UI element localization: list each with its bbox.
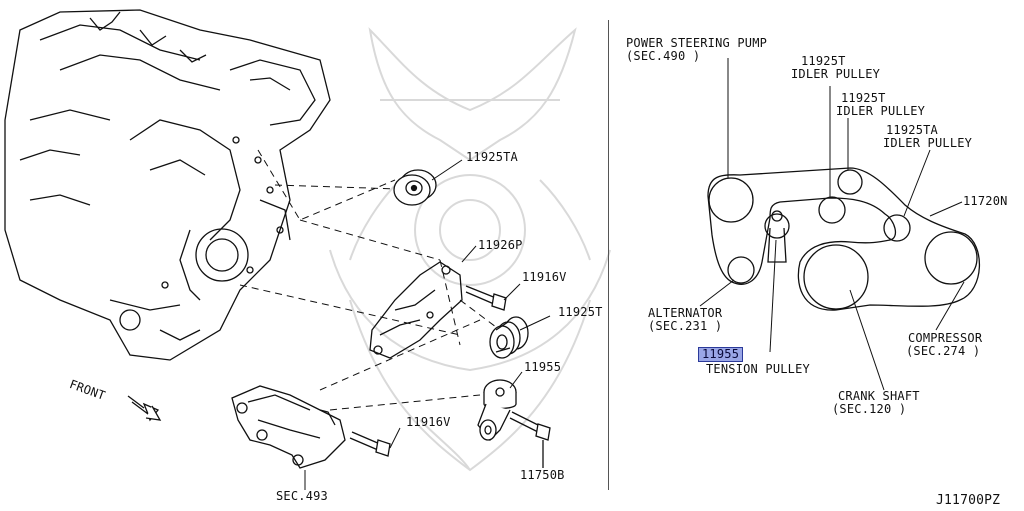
label-alternator: ALTERNATOR — [648, 306, 723, 320]
diagram-code: J11700PZ — [936, 493, 1001, 508]
label-sec-493[interactable]: SEC.493 — [276, 489, 328, 503]
bolt-11750b-drawing — [509, 411, 551, 468]
label-idler2-number[interactable]: 11925T — [841, 91, 886, 105]
alternator-pulley — [727, 256, 755, 284]
view-divider — [608, 20, 609, 490]
idler-pulley-3 — [883, 214, 911, 242]
label-11916v-lower[interactable]: 11916V — [406, 415, 451, 429]
crank-shaft-pulley — [803, 244, 869, 310]
label-alternator-sec[interactable]: (SEC.231 ) — [648, 319, 723, 333]
bracket-sec493-drawing — [231, 385, 346, 469]
idler-pulley-11925ta-drawing — [393, 169, 437, 206]
belt-routing-diagram — [707, 167, 981, 311]
idler-pulley-2 — [837, 169, 863, 195]
label-11955-left[interactable]: 11955 — [524, 360, 562, 374]
bolt-11916v-lower-drawing — [349, 431, 391, 457]
label-11750b[interactable]: 11750B — [520, 468, 565, 482]
front-arrow-icon — [127, 395, 162, 422]
idler-pulley-11925t-drawing — [489, 316, 529, 359]
label-belt-11720n[interactable]: 11720N — [963, 194, 1008, 208]
label-tension-pulley: TENSION PULLEY — [706, 362, 810, 376]
label-idler3-number[interactable]: 11925TA — [886, 123, 938, 137]
label-power-steering-pump: POWER STEERING PUMP — [626, 36, 768, 50]
right-leader-lines — [699, 58, 965, 391]
watermark-emblem — [329, 27, 611, 472]
label-idler2-name: IDLER PULLEY — [836, 104, 926, 118]
label-power-steering-sec[interactable]: (SEC.490 ) — [626, 49, 701, 63]
label-11916v-upper[interactable]: 11916V — [522, 270, 567, 284]
left-leader-lines — [304, 159, 551, 490]
label-11925ta[interactable]: 11925TA — [466, 150, 518, 164]
label-11955-highlighted[interactable]: 11955 — [698, 347, 744, 362]
power-steering-pulley — [708, 177, 754, 223]
label-11926p[interactable]: 11926P — [478, 238, 523, 252]
compressor-pulley — [924, 231, 978, 285]
label-crank-shaft-sec[interactable]: (SEC.120 ) — [832, 402, 907, 416]
tension-pulley-11955-drawing — [477, 379, 517, 441]
idler-pulley-1 — [818, 196, 846, 224]
label-compressor-sec[interactable]: (SEC.274 ) — [906, 344, 981, 358]
tension-arm — [767, 227, 787, 263]
label-idler3-name: IDLER PULLEY — [883, 136, 973, 150]
label-idler1-name: IDLER PULLEY — [791, 67, 881, 81]
label-compressor: COMPRESSOR — [908, 331, 983, 345]
label-11925t[interactable]: 11925T — [558, 305, 603, 319]
bracket-11926p-drawing — [369, 261, 463, 359]
tension-pulley — [764, 213, 790, 239]
label-idler1-number[interactable]: 11925T — [801, 54, 846, 68]
label-crank-shaft: CRANK SHAFT — [838, 389, 920, 403]
belt-11720n-path — [707, 167, 981, 311]
bolt-11916v-upper-drawing — [465, 285, 507, 311]
engine-block — [4, 9, 331, 361]
tension-pivot — [771, 210, 783, 222]
dashed-leaders — [239, 149, 501, 411]
